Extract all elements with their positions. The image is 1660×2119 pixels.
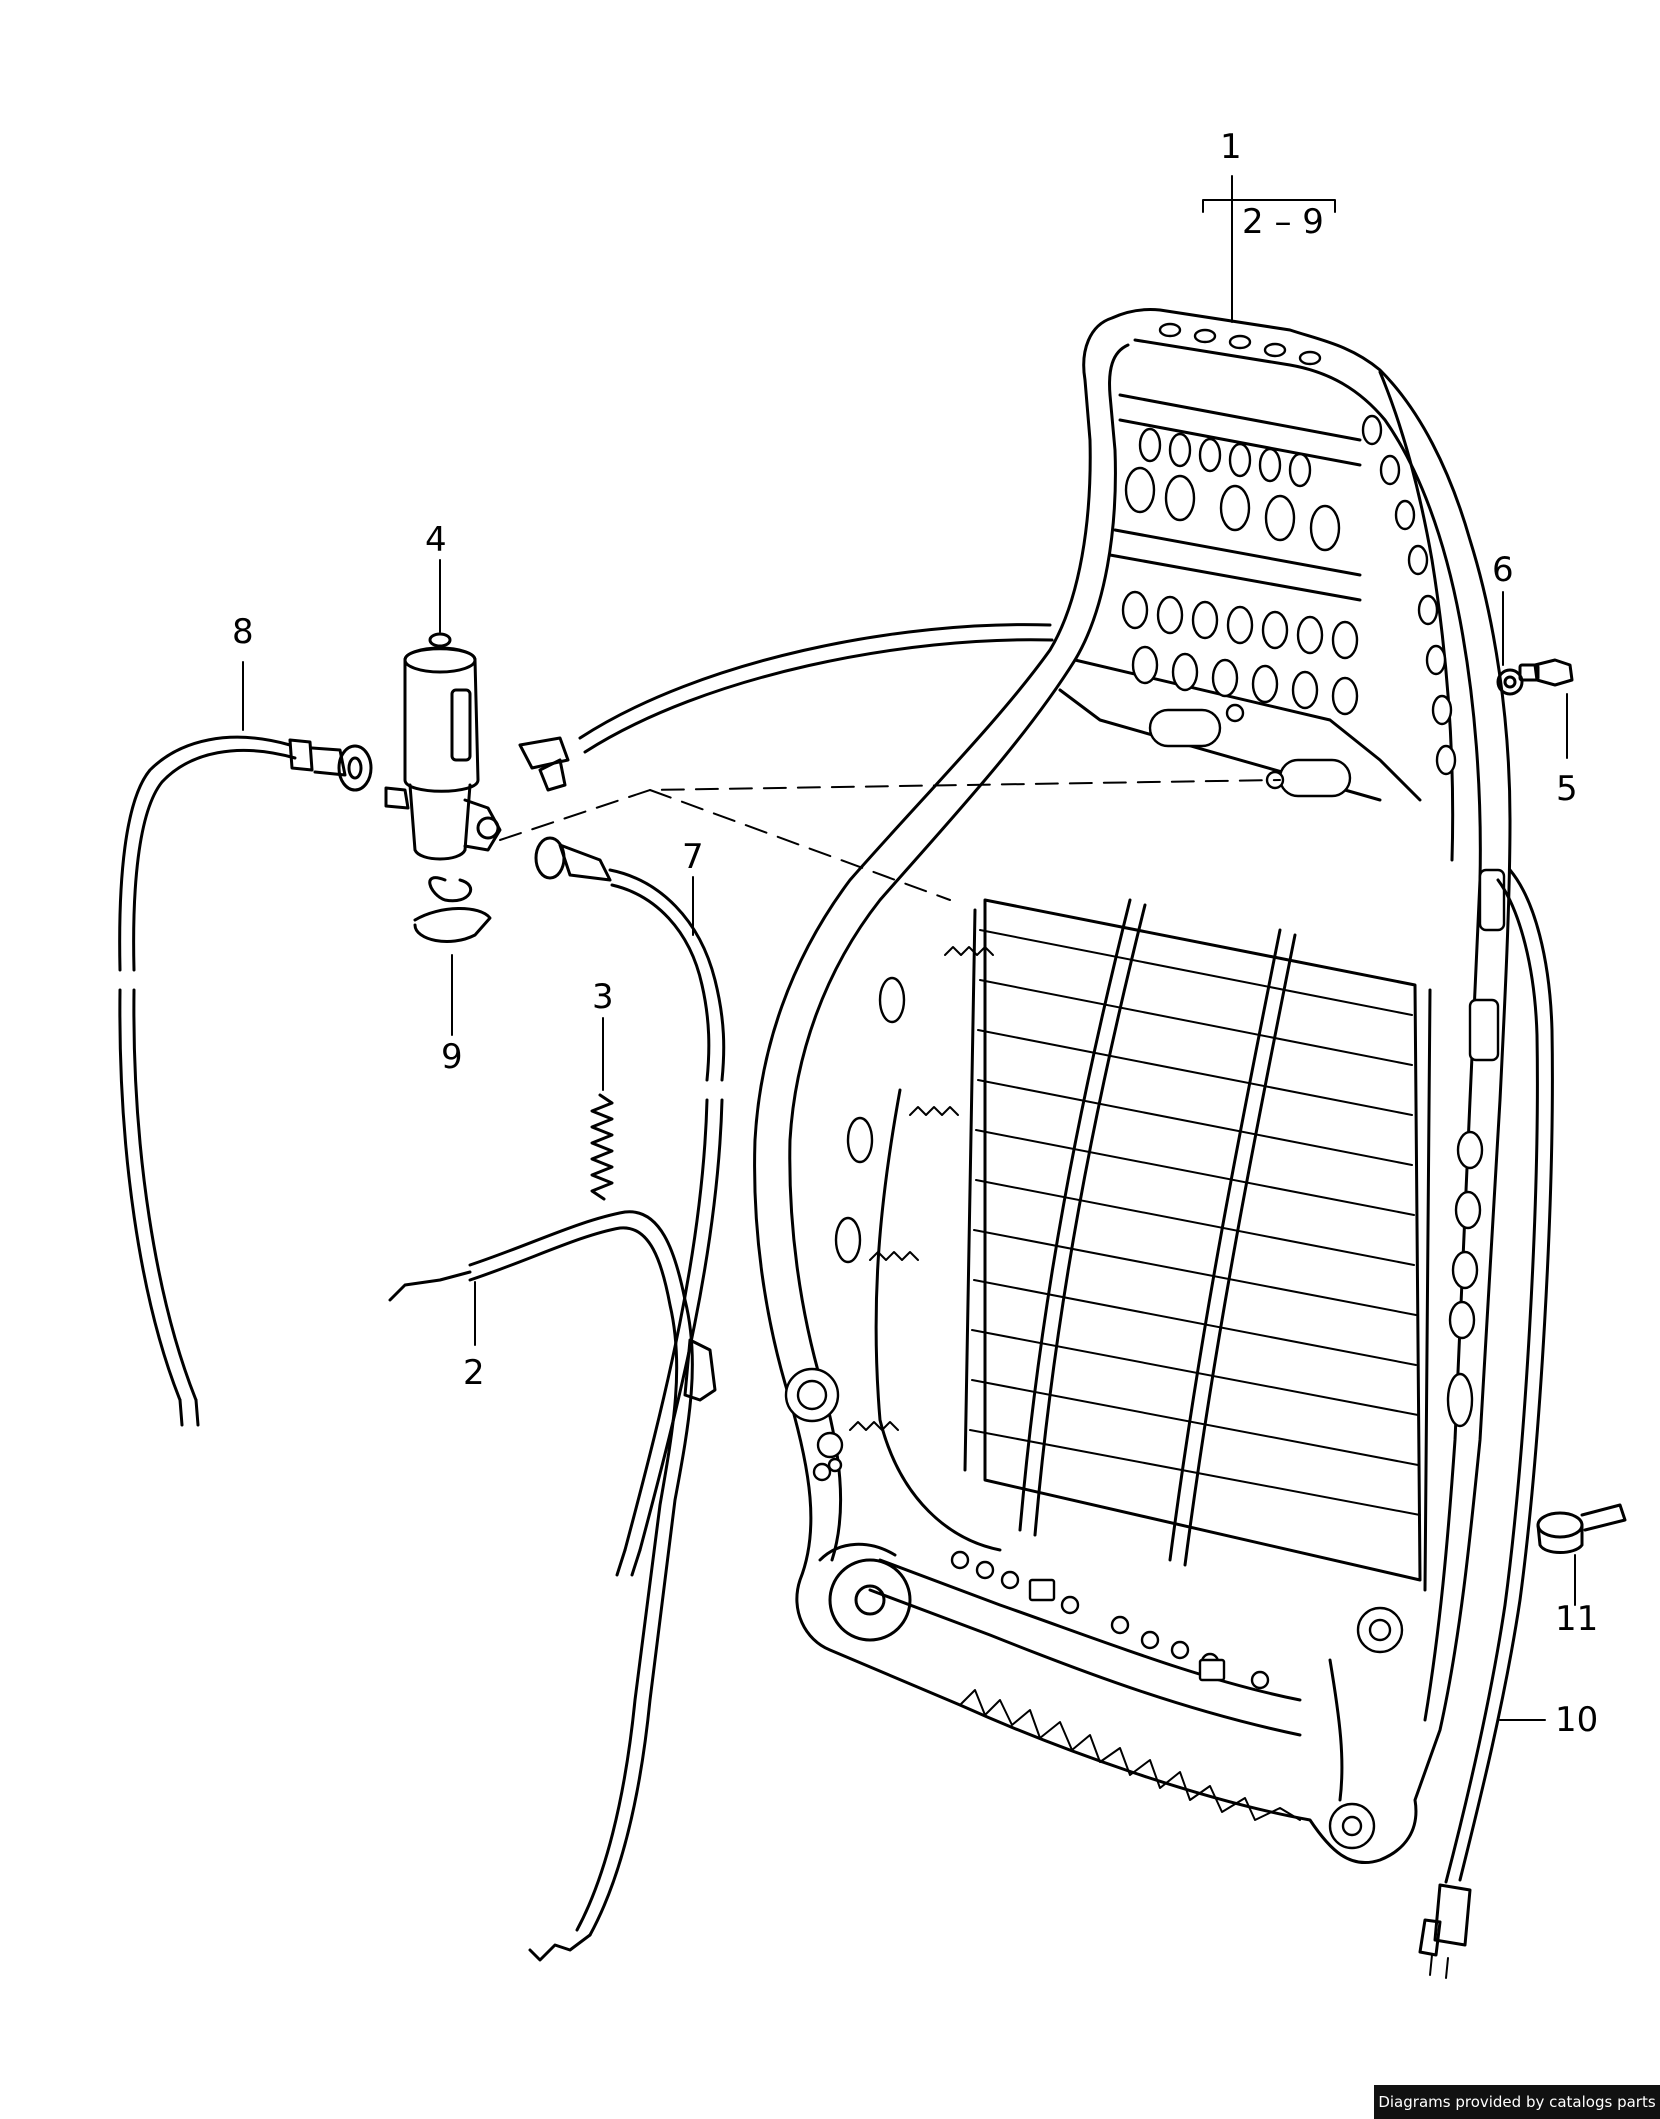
spring-3 <box>590 1017 614 1201</box>
callout-9: 9 <box>441 1037 463 1077</box>
washer-6 <box>1496 591 1524 696</box>
callout-4: 4 <box>425 520 447 560</box>
cable-2 <box>388 1210 717 1962</box>
cable-10 <box>1418 868 1554 1979</box>
credit-banner: Diagrams provided by catalogs parts <box>1374 2085 1660 2119</box>
callout-6: 6 <box>1492 550 1514 590</box>
motor <box>384 559 502 861</box>
callout-1-bracket <box>1202 175 1336 323</box>
dashed-leader <box>499 779 1281 901</box>
callout-10: 10 <box>1555 1700 1599 1740</box>
callout-8: 8 <box>232 612 254 652</box>
cable-7 <box>534 836 726 1577</box>
motor-cable-upper <box>518 623 1054 792</box>
callout-2: 2 <box>463 1353 485 1393</box>
callout-3: 3 <box>592 977 614 1017</box>
cable-8 <box>118 661 373 1427</box>
clamp-11 <box>1536 1503 1627 1606</box>
clip <box>413 876 492 1036</box>
callout-1: 1 <box>1220 127 1242 167</box>
callout-11: 11 <box>1555 1599 1599 1639</box>
bolt-5 <box>1518 658 1574 759</box>
recliner-mechanism <box>816 1431 912 1642</box>
backrest-frame <box>753 308 1512 1865</box>
frame-holes <box>784 322 1506 1690</box>
callout-7: 7 <box>682 837 704 877</box>
spring-mat <box>849 898 1432 1592</box>
callout-5: 5 <box>1556 769 1578 809</box>
callout-2-9: 2 – 9 <box>1242 202 1324 242</box>
